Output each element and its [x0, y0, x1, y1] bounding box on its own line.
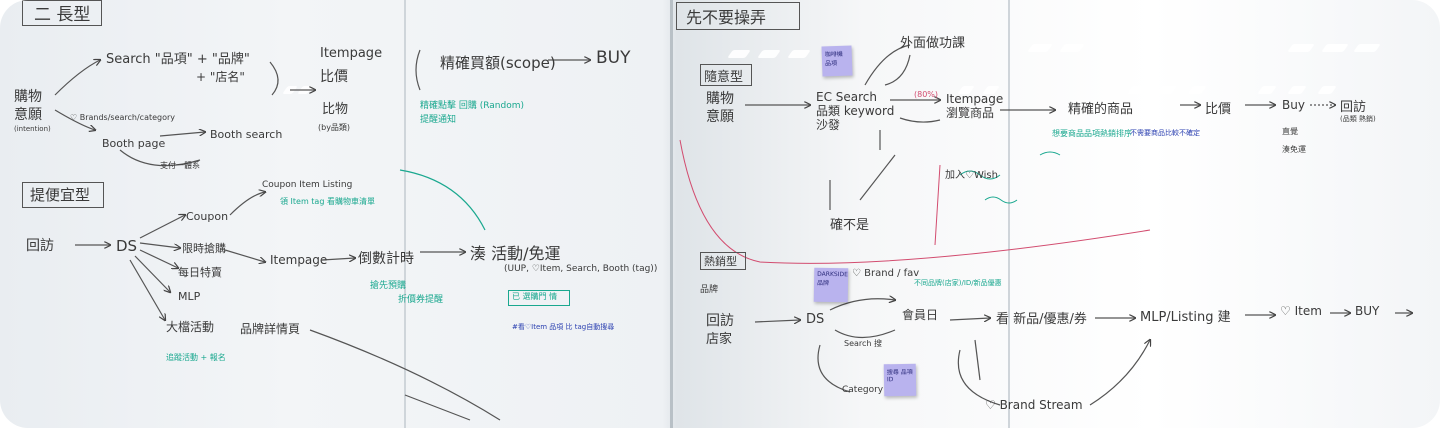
revisit-label: 回訪	[1340, 100, 1367, 115]
more-label: 湊 活動/免運	[470, 244, 561, 263]
member-label: 會員日	[902, 308, 939, 322]
section1-label: 隨意型	[704, 70, 744, 85]
big-event: 大檔活動	[166, 320, 215, 334]
countdown: 倒數計時	[358, 251, 414, 267]
sticky-note: DARKSIDE 品牌	[813, 267, 849, 303]
teal-note2: 提醒通知	[420, 115, 457, 125]
buy-label: Buy	[1282, 98, 1305, 112]
section-box	[22, 182, 104, 208]
revisit-sub: (品類 熱銷)	[1340, 115, 1376, 123]
buy2-label: BUY	[1355, 304, 1380, 318]
mlp-listing: MLP/Listing 建	[1140, 310, 1231, 325]
mlp-label: MLP	[178, 290, 201, 303]
blue-right-title: 不需要商品比較不確定	[1130, 129, 1200, 137]
motive-en: (intention)	[14, 125, 51, 133]
sticky-note-text: 搜尋 品項 ID	[886, 368, 913, 384]
section-box	[700, 252, 746, 270]
compare-mid: 比物	[322, 102, 349, 117]
flash-label: 限時搶購	[182, 242, 226, 255]
teal-note1: 精確點擊 回購 (Random)	[420, 101, 525, 111]
motive-label: 購物 意願	[14, 89, 42, 123]
brand-stream: ♡ Brand Stream	[985, 398, 1083, 412]
brands-search: ♡ Brands/search/category	[70, 113, 176, 122]
booth-page: Booth page	[102, 137, 166, 150]
teal-note: 想要商品品項熱銷排序	[1052, 129, 1132, 138]
right-title: 先不要操弄	[686, 8, 767, 27]
ec-search: EC Search 品類 keyword 沙發	[816, 90, 895, 132]
brand-label: 品牌	[700, 285, 719, 295]
itempage-label: Itempage 瀏覽商品	[946, 92, 1004, 120]
itempage-label: Itempage	[320, 46, 383, 61]
teal-right1: 不同品牌(店家)/ID/新品優惠	[914, 279, 1002, 287]
chosen-box	[508, 290, 570, 306]
teal-r3: 湊免運	[1282, 145, 1306, 154]
wishlist-label: 加入♡Wish	[945, 170, 998, 181]
coupon-listing: Coupon Item Listing	[262, 180, 353, 190]
motive-label: 購物 意願	[706, 91, 734, 125]
search-label: Search "品項" + "品牌"	[106, 52, 250, 67]
panel-seam	[404, 0, 406, 428]
plus-store: + "店名"	[196, 70, 245, 84]
teal-r2: 直覺	[1282, 127, 1298, 136]
section-box	[700, 64, 752, 86]
coupon-label: Coupon	[186, 210, 229, 223]
chosen-label: 已 選購門 情	[512, 292, 558, 301]
ds-label: DS	[806, 312, 825, 327]
brand-follow: ♡ Brand / fav	[852, 268, 920, 279]
left-title: 二 長型	[34, 5, 91, 25]
sticky-note: 搜尋 品項 ID	[883, 363, 917, 397]
compare-top: 比價	[320, 69, 348, 85]
by-category: (by品類)	[318, 123, 351, 132]
sticky-note: 咖啡機 品項	[821, 45, 853, 77]
new-arrivals: 看 新品/優惠/券	[996, 312, 1087, 327]
title-box	[22, 0, 102, 26]
booth-search: Booth search	[210, 128, 283, 141]
search-sub: Search 搜	[844, 339, 883, 348]
not-this: 確不是	[830, 218, 870, 233]
sticky-note-text: DARKSIDE 品牌	[816, 270, 848, 287]
outside-label: 外面做功課	[900, 36, 966, 51]
section2-label: 提便宜型	[30, 186, 91, 204]
revisit-label: 回訪	[26, 238, 54, 254]
teal-note4: 折價券提醒	[398, 295, 444, 305]
revisit2-sub: 店家	[706, 332, 733, 347]
precise-label: 精確的商品	[1068, 102, 1134, 117]
item-heart: ♡ Item	[1280, 304, 1322, 318]
compare-label: 比價	[1205, 102, 1232, 117]
panel-seam	[670, 0, 673, 428]
teal-note3: 搶先預購	[370, 281, 407, 291]
bracket-title: 精確買額(scope)	[440, 54, 556, 72]
teal-bottom: 追蹤活動 + 報名	[166, 353, 226, 362]
sticky-note-text: 咖啡機 品項	[824, 50, 843, 68]
title-box	[676, 2, 800, 30]
itempage2: Itempage	[270, 253, 328, 267]
daily-label: 每日特賣	[178, 266, 222, 279]
panel-seam	[1008, 0, 1010, 428]
ds-label: DS	[116, 237, 138, 255]
revisit2-label: 回訪	[706, 313, 734, 329]
buy-label: BUY	[596, 48, 631, 68]
pink-note: (80%)	[914, 90, 939, 99]
uup-label: (UUP, ♡Item, Search, Booth (tag))	[504, 264, 658, 274]
category-label: Category	[842, 385, 884, 395]
blue-note: #看♡Item 品項 比 tag自動搜尋	[512, 323, 615, 331]
coupon-teal: 領 Item tag 看購物車清單	[280, 197, 375, 206]
tag-one: 支付一體系	[160, 161, 200, 170]
section2-label: 熱銷型	[704, 255, 737, 268]
big-event-detail: 品牌詳情頁	[240, 322, 301, 336]
